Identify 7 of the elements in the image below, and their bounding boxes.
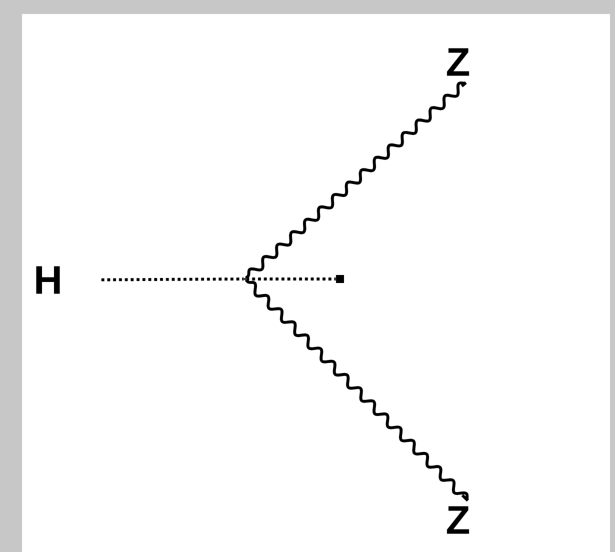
wavy-line (244, 81, 468, 280)
particle-label: Z (446, 506, 470, 534)
wavy-line (245, 278, 470, 502)
dotted-line (101, 278, 244, 282)
particle-label: Z (446, 48, 470, 76)
dotted-line (246, 278, 336, 280)
particle-label: H (36, 266, 60, 294)
